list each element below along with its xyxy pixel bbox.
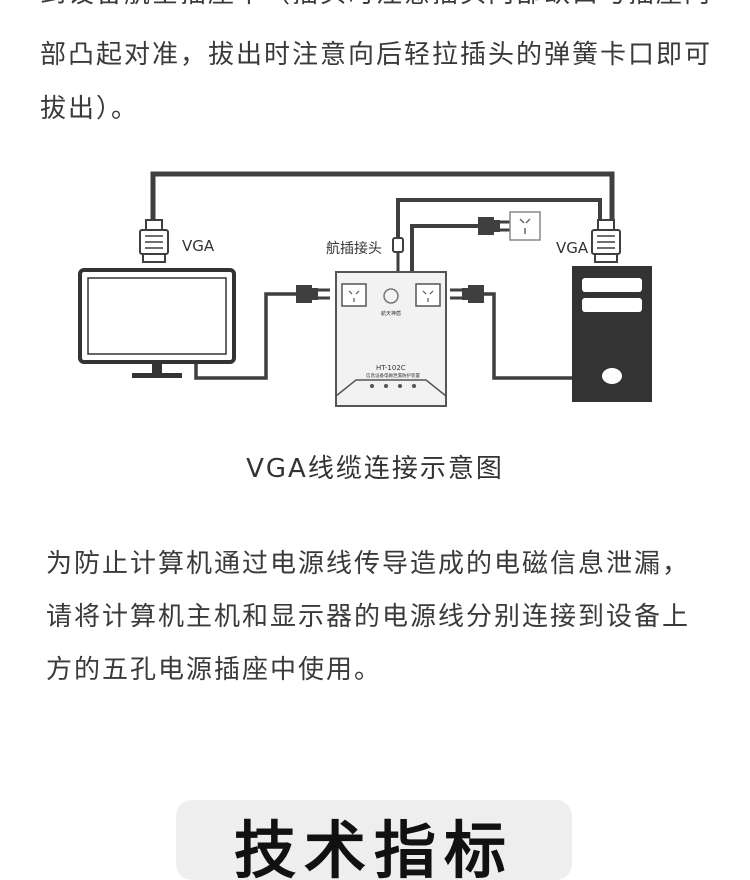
- device-subtitle: 信息设备电磁泄漏防护装置: [366, 372, 420, 379]
- vga-cable: [150, 171, 615, 220]
- vga-connection-diagram: VGA VGA 航插接头: [78, 171, 652, 407]
- label-vga-left: VGA: [182, 237, 215, 255]
- intro-line-2: 部凸起对准，拔出时注意向后轻拉插头的弹簧卡口即可: [40, 40, 713, 70]
- aviation-plug-icon: [392, 237, 404, 272]
- power-plug-top-icon: [478, 217, 510, 235]
- section-heading-box: 技术指标: [176, 800, 572, 880]
- wall-outlet-icon: [509, 211, 541, 241]
- vga-connector-right: [591, 219, 621, 263]
- power-plug-left-icon: [296, 285, 330, 303]
- tower-power-cable: [484, 292, 572, 380]
- monitor-icon: [78, 268, 236, 378]
- power-cable-top: [410, 224, 478, 272]
- device-brand: 航天神盾: [381, 310, 401, 317]
- notice-paragraph: 为防止计算机通过电源线传导造成的电磁信息泄漏， 请将计算机主机和显示器的电源线分…: [46, 538, 726, 697]
- intro-line-3: 拔出）。: [40, 94, 140, 124]
- label-vga-right: VGA: [556, 239, 589, 257]
- notice-line-1: 为防止计算机通过电源线传导造成的电磁信息泄漏，: [46, 549, 691, 579]
- notice-line-2: 请将计算机主机和显示器的电源线分别连接到设备上: [46, 602, 691, 632]
- label-aviation-plug: 航插接头: [326, 240, 382, 257]
- notice-line-3: 方的五孔电源插座中使用。: [46, 655, 383, 685]
- device-model: HT-102C: [376, 364, 406, 372]
- computer-tower-icon: [572, 266, 652, 402]
- monitor-power-cable: [194, 292, 296, 380]
- intro-paragraph: 到设备航空插座中（插头时注意插头内部缺口与插座内 部凸起对准，拔出时注意向后轻拉…: [40, 0, 720, 136]
- protection-device: [335, 271, 447, 407]
- section-heading: 技术指标: [233, 814, 514, 880]
- aviation-cable: [396, 198, 602, 240]
- diagram-caption: VGA线缆连接示意图: [246, 454, 504, 484]
- intro-line-1: 到设备航空插座中（插头时注意插头内部缺口与插座内: [40, 0, 720, 8]
- vga-connector-left: [139, 219, 169, 263]
- power-plug-right-icon: [450, 285, 484, 303]
